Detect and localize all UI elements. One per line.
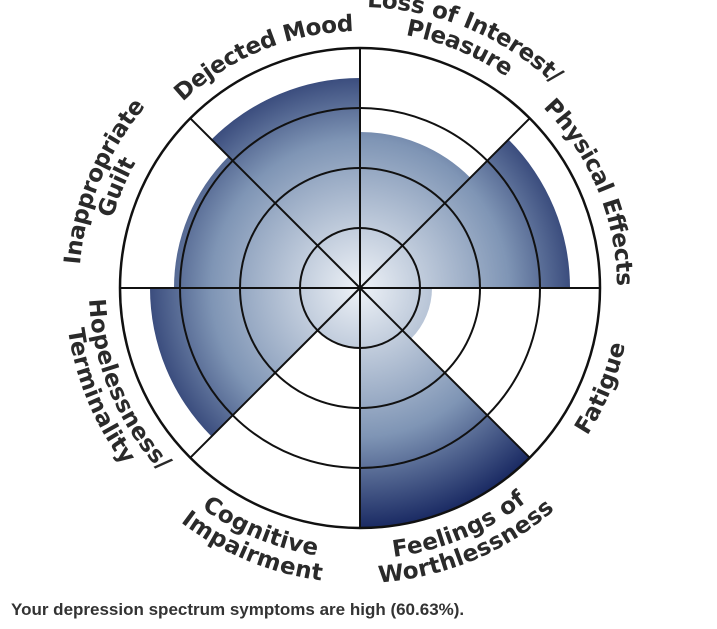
category-label-1: Loss of Interest/Pleasure: [367, 0, 568, 89]
wedge-5: [317, 288, 360, 348]
wedge-4: [360, 288, 530, 528]
category-label-3: Fatigue: [570, 339, 631, 438]
wedge-3: [360, 288, 432, 339]
grid-spoke: [189, 287, 361, 459]
grid-spoke: [359, 117, 531, 289]
wedge-2: [360, 139, 570, 288]
summary-text: Your depression spectrum symptoms are hi…: [11, 600, 465, 619]
grid-spoke: [189, 117, 361, 289]
chart-wedges: [150, 78, 570, 528]
grid-spoke: [359, 287, 531, 459]
wedge-6: [150, 288, 360, 437]
wedge-7: [174, 156, 360, 288]
chart-grid: [118, 46, 602, 530]
wedge-8: [211, 78, 360, 288]
